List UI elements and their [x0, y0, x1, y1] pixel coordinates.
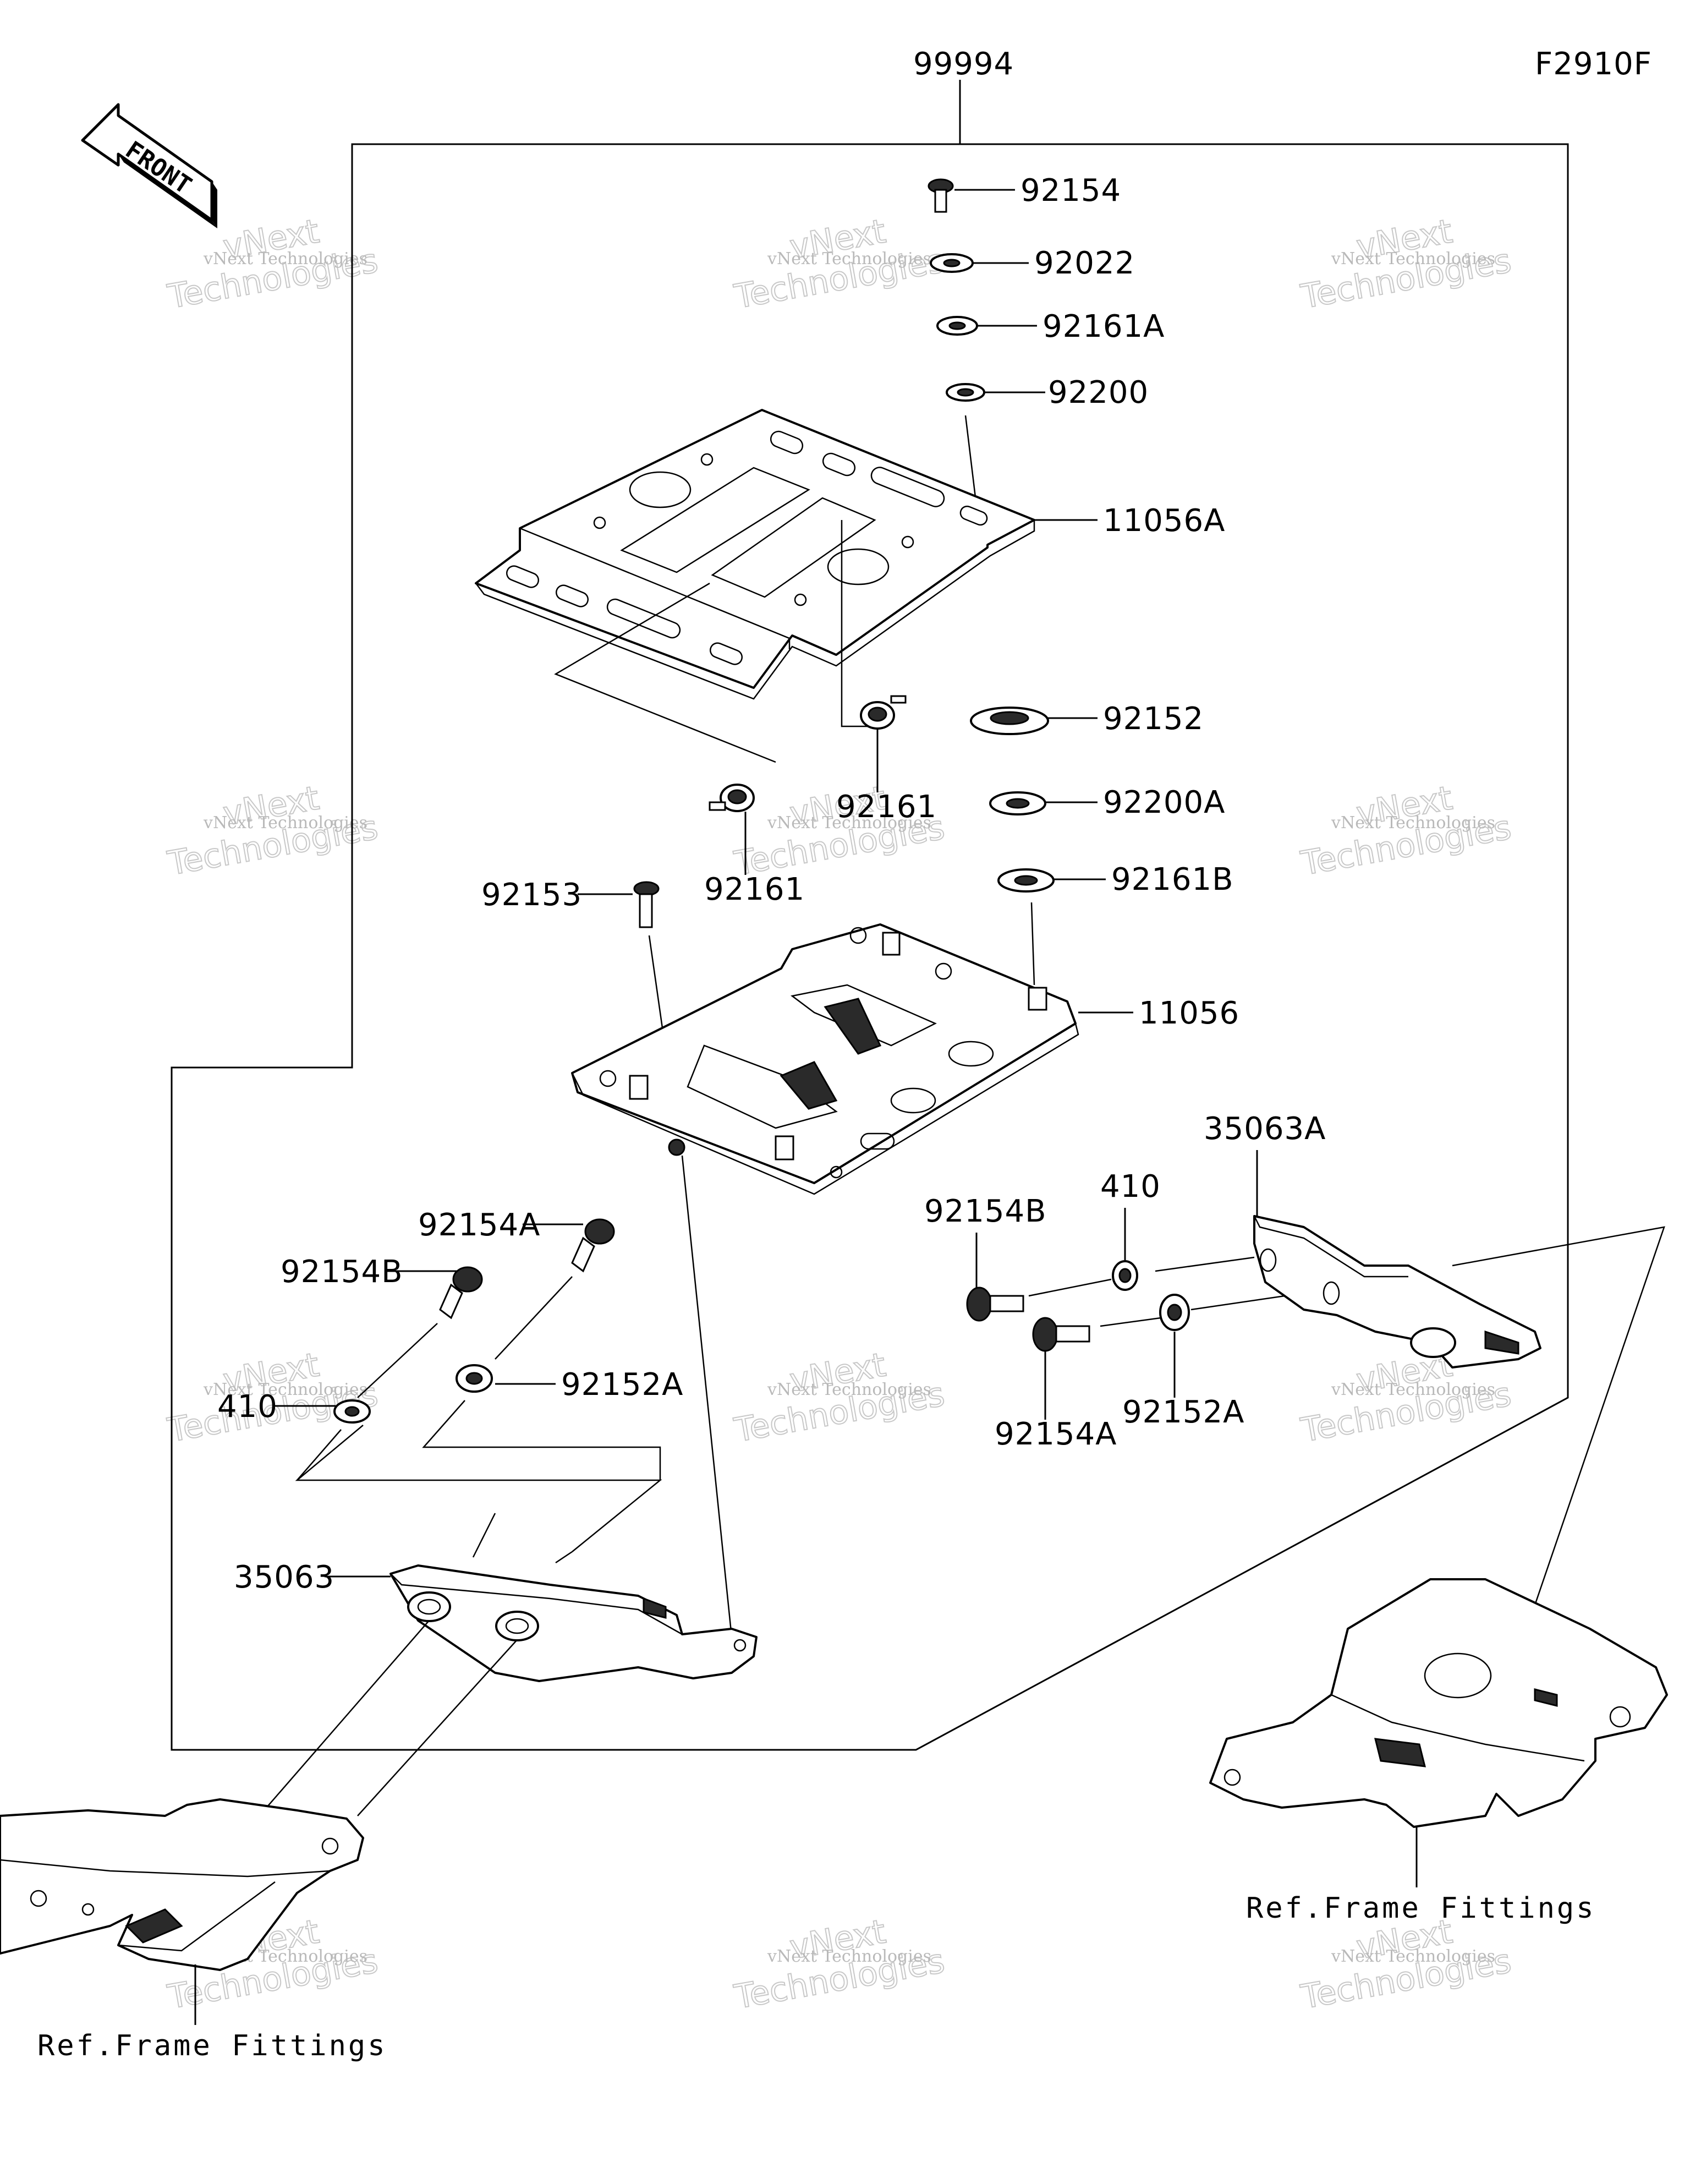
svg-text:vNext Technologies: vNext Technologies — [203, 1380, 367, 1399]
bolt-92154 — [928, 178, 1015, 213]
label-92200: 92200 — [1048, 375, 1149, 410]
label-11056: 11056 — [1139, 995, 1239, 1031]
bolt-92154B-right — [966, 1233, 1024, 1322]
label-92161-a: 92161 — [836, 789, 937, 825]
assembly-outline — [171, 80, 1569, 1751]
plate-11056 — [571, 923, 1133, 1638]
svg-text:vNext Technologies: vNext Technologies — [767, 1380, 931, 1399]
label-92022: 92022 — [1034, 245, 1135, 281]
washer-92161B — [997, 868, 1106, 986]
svg-text:vNext Technologies: vNext Technologies — [203, 813, 367, 833]
watermark-1: Technologies vNext vNext Technologies — [164, 211, 381, 317]
svg-text:vNext Technologies: vNext Technologies — [767, 813, 931, 833]
label-92161A: 92161A — [1042, 309, 1165, 344]
frame-fitting-right — [1209, 1226, 1668, 1887]
svg-text:vNext Technologies: vNext Technologies — [767, 1947, 931, 1966]
ref-frame-fittings-right: Ref.Frame Fittings — [1246, 1892, 1596, 1925]
label-92154A-left: 92154A — [418, 1207, 540, 1243]
collar-92152A-left — [422, 1364, 661, 1564]
label-92154A-right: 92154A — [995, 1416, 1117, 1452]
watermark-11: Technologies vNext vNext Technologies — [731, 1912, 948, 2017]
bolt-92154A-right — [1032, 1317, 1090, 1420]
bolt-92154A-left — [495, 1218, 615, 1360]
watermark-3: Technologies vNext vNext Technologies — [1297, 211, 1515, 317]
svg-text:vNext Technologies: vNext Technologies — [203, 249, 367, 269]
svg-text:vNext Technologies: vNext Technologies — [1331, 1947, 1495, 1966]
bracket-35063A — [1253, 1215, 1541, 1369]
watermark-4: Technologies vNext vNext Technologies — [164, 778, 381, 884]
label-92161-b: 92161 — [704, 872, 805, 907]
label-11056A: 11056A — [1103, 503, 1225, 539]
label-410-left: 410 — [217, 1389, 278, 1425]
damper-92161-a — [860, 695, 907, 792]
svg-text:vNext Technologies: vNext Technologies — [1331, 1380, 1495, 1399]
front-arrow-icon: FRONT — [81, 103, 217, 228]
label-92154: 92154 — [1020, 173, 1121, 209]
frame-fitting-left — [0, 1620, 518, 2025]
label-92153: 92153 — [481, 877, 582, 913]
label-92154B-right: 92154B — [924, 1194, 1047, 1229]
watermark-12: Technologies vNext vNext Technologies — [1297, 1912, 1515, 2017]
label-92152A-right: 92152A — [1122, 1394, 1244, 1430]
label-92161B: 92161B — [1111, 862, 1234, 897]
label-410-right: 410 — [1100, 1169, 1161, 1205]
washer-92200 — [946, 383, 1045, 507]
label-35063A: 35063A — [1204, 1111, 1326, 1147]
washer-410-left — [272, 1399, 662, 1552]
watermark-6: Technologies vNext vNext Technologies — [1297, 778, 1515, 884]
leader-line-92161 — [841, 520, 872, 727]
figure-code: F2910F — [1535, 46, 1652, 82]
svg-text:vNext Technologies: vNext Technologies — [1331, 813, 1495, 833]
bracket-35063 — [389, 1564, 758, 1682]
leader-lines-upper — [554, 582, 776, 763]
label-92154B-left: 92154B — [281, 1254, 403, 1290]
label-92152: 92152 — [1103, 701, 1204, 737]
washer-410-right — [1028, 1208, 1255, 1297]
bolt-92154B-left — [357, 1266, 483, 1398]
plate-11056A — [475, 409, 1098, 700]
ref-frame-fittings-left: Ref.Frame Fittings — [37, 2029, 387, 2062]
collar-92152A-right — [1100, 1292, 1304, 1398]
washer-92022 — [930, 253, 1029, 273]
watermark-8: Technologies vNext vNext Technologies — [731, 1345, 948, 1450]
svg-text:vNext Technologies: vNext Technologies — [1331, 249, 1495, 269]
label-92152A-left: 92152A — [561, 1367, 683, 1403]
washer-92200A — [989, 791, 1098, 815]
washer-92161A — [936, 316, 1037, 336]
grommet-92152 — [970, 707, 1098, 735]
label-92200A: 92200A — [1103, 785, 1225, 820]
watermark-2: Technologies vNext vNext Technologies — [731, 211, 948, 317]
label-35063: 35063 — [234, 1559, 334, 1595]
svg-text:vNext Technologies: vNext Technologies — [767, 249, 931, 269]
damper-92161-b — [709, 784, 755, 875]
assembly-number: 99994 — [913, 46, 1014, 82]
